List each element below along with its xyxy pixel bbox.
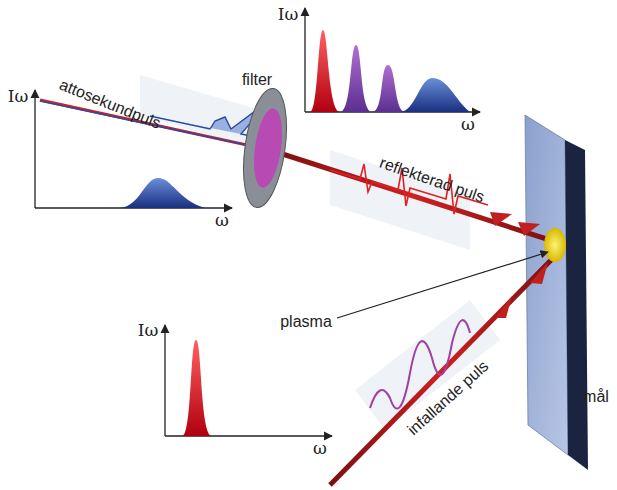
axis-label: Iω xyxy=(138,321,159,340)
axis-label: ω xyxy=(215,211,229,230)
axis-label: Iω xyxy=(278,5,299,24)
axis-label: ω xyxy=(461,115,475,134)
part-label: plasma xyxy=(280,313,332,331)
axis-label: ω xyxy=(313,439,327,458)
part-label: filter xyxy=(242,71,272,89)
axis-label: Iω xyxy=(8,87,29,106)
part-label: mål xyxy=(583,388,609,406)
